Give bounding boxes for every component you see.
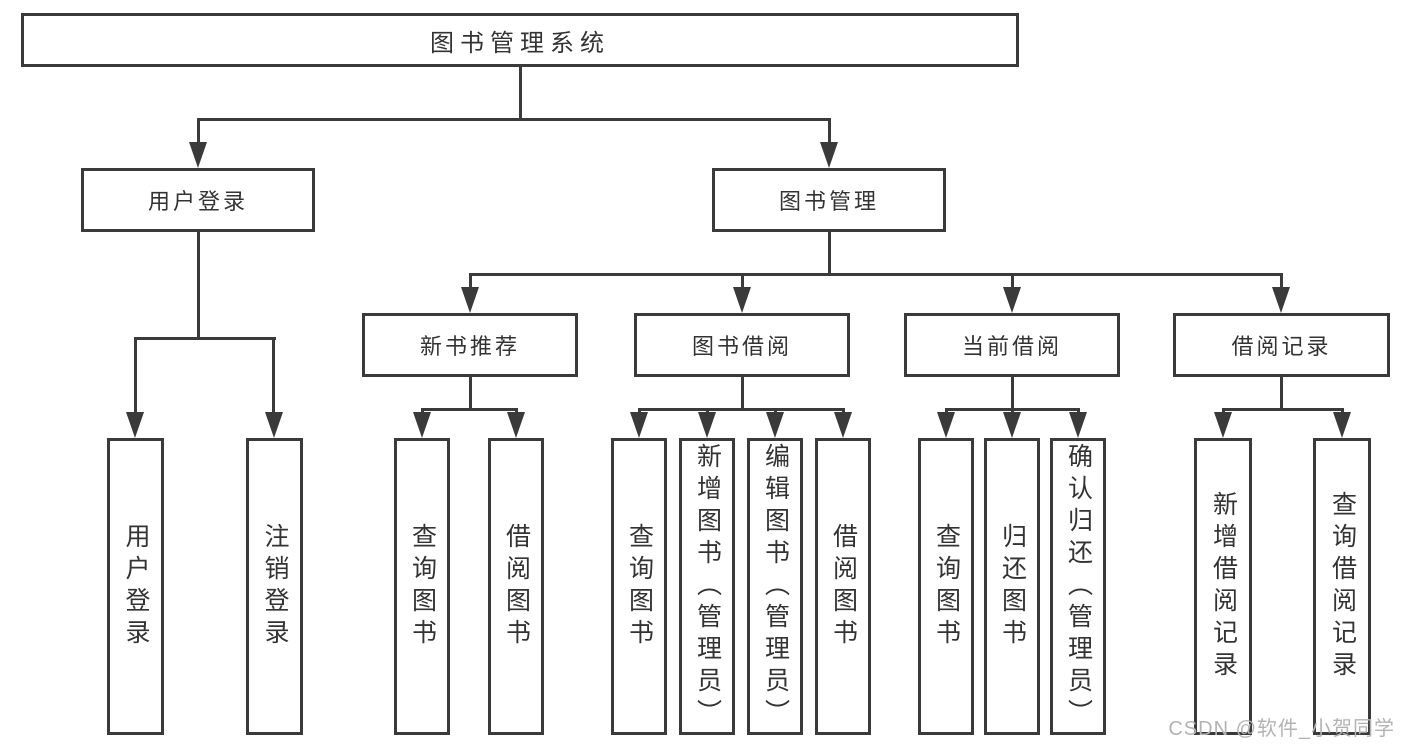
- connector-line: [134, 337, 276, 340]
- leaf-query-books-recommend: 查询图书: [394, 438, 450, 735]
- node-label: 查询图书: [408, 522, 437, 651]
- csdn-watermark: CSDN @软件_小贺同学: [1168, 718, 1395, 740]
- arrow-head: [265, 412, 283, 438]
- leaf-user-login: 用户登录: [107, 438, 164, 735]
- node-label: 新书推荐: [419, 334, 520, 359]
- arrow-head: [1003, 412, 1021, 438]
- connector-line: [639, 408, 844, 411]
- connector-line: [422, 408, 517, 411]
- arrow-head: [126, 412, 144, 438]
- connector-line: [519, 67, 522, 121]
- arrow-head: [1272, 287, 1290, 313]
- leaf-borrow-books: 借阅图书: [815, 438, 871, 735]
- leaf-borrow-books-recommend: 借阅图书: [488, 438, 544, 735]
- connector-line: [828, 118, 831, 146]
- node-label: 用户登录: [147, 189, 248, 214]
- node-new-book-recommendation: 新书推荐: [362, 313, 578, 377]
- connector-line: [469, 273, 472, 291]
- node-label: 新增图书（管理员）: [693, 442, 722, 731]
- connector-line: [134, 337, 137, 415]
- node-label: 新增借阅记录: [1209, 490, 1238, 683]
- leaf-query-books-borrowing: 查询图书: [611, 438, 667, 735]
- leaf-add-borrowing-record: 新增借阅记录: [1194, 438, 1252, 735]
- node-book-management: 图书管理: [712, 168, 946, 232]
- node-label: 查询图书: [625, 522, 654, 651]
- node-label: 当前借阅: [961, 334, 1062, 359]
- connector-line: [197, 118, 200, 146]
- node-label: 图书管理系统: [430, 29, 610, 57]
- connector-line: [1223, 408, 1343, 411]
- connector-line: [741, 273, 744, 291]
- leaf-add-books-admin: 新增图书（管理员）: [679, 438, 735, 735]
- leaf-logout: 注销登录: [246, 438, 303, 735]
- arrow-head: [820, 142, 838, 168]
- arrow-head: [733, 287, 751, 313]
- node-label: 图书管理: [778, 189, 879, 214]
- node-book-borrowing: 图书借阅: [634, 313, 850, 377]
- node-borrowing-records: 借阅记录: [1173, 313, 1390, 377]
- leaf-return-books: 归还图书: [984, 438, 1040, 735]
- node-user-login: 用户登录: [81, 168, 315, 232]
- node-library-management-system: 图书管理系统: [21, 13, 1019, 67]
- arrow-head: [189, 142, 207, 168]
- arrow-head: [937, 412, 955, 438]
- arrow-head: [461, 287, 479, 313]
- connector-line: [1011, 273, 1014, 291]
- connector-line: [741, 377, 744, 411]
- leaf-query-borrowing-record: 查询借阅记录: [1313, 438, 1371, 735]
- arrow-head: [1333, 412, 1351, 438]
- leaf-edit-books-admin: 编辑图书（管理员）: [747, 438, 803, 735]
- connector-line: [1280, 273, 1283, 291]
- node-label: 借阅记录: [1231, 334, 1332, 359]
- node-current-borrowing: 当前借阅: [904, 313, 1120, 377]
- node-label: 查询图书: [932, 522, 961, 651]
- connector-line: [469, 377, 472, 411]
- arrow-head: [1214, 412, 1232, 438]
- leaf-confirm-return-admin: 确认归还（管理员）: [1050, 438, 1106, 735]
- connector-line: [272, 337, 275, 415]
- arrow-head: [630, 412, 648, 438]
- arrow-head: [507, 412, 525, 438]
- connector-line: [197, 118, 831, 121]
- node-label: 查询借阅记录: [1328, 490, 1357, 683]
- arrow-head: [1069, 412, 1087, 438]
- node-label: 确认归还（管理员）: [1064, 442, 1093, 731]
- node-label: 借阅图书: [502, 522, 531, 651]
- node-label: 用户登录: [122, 522, 150, 651]
- arrow-head: [698, 412, 716, 438]
- arrow-head: [1003, 287, 1021, 313]
- node-label: 编辑图书（管理员）: [761, 442, 790, 731]
- arrow-head: [413, 412, 431, 438]
- connector-line: [1011, 377, 1014, 411]
- node-label: 借阅图书: [829, 522, 858, 651]
- arrow-head: [766, 412, 784, 438]
- arrow-head: [834, 412, 852, 438]
- connector-line: [1280, 377, 1283, 411]
- node-label: 归还图书: [998, 522, 1027, 651]
- connector-line: [197, 232, 200, 340]
- connector-line: [470, 273, 1282, 276]
- connector-line: [828, 232, 831, 276]
- node-label: 图书借阅: [691, 334, 792, 359]
- node-label: 注销登录: [261, 522, 289, 651]
- leaf-query-books-current: 查询图书: [918, 438, 974, 735]
